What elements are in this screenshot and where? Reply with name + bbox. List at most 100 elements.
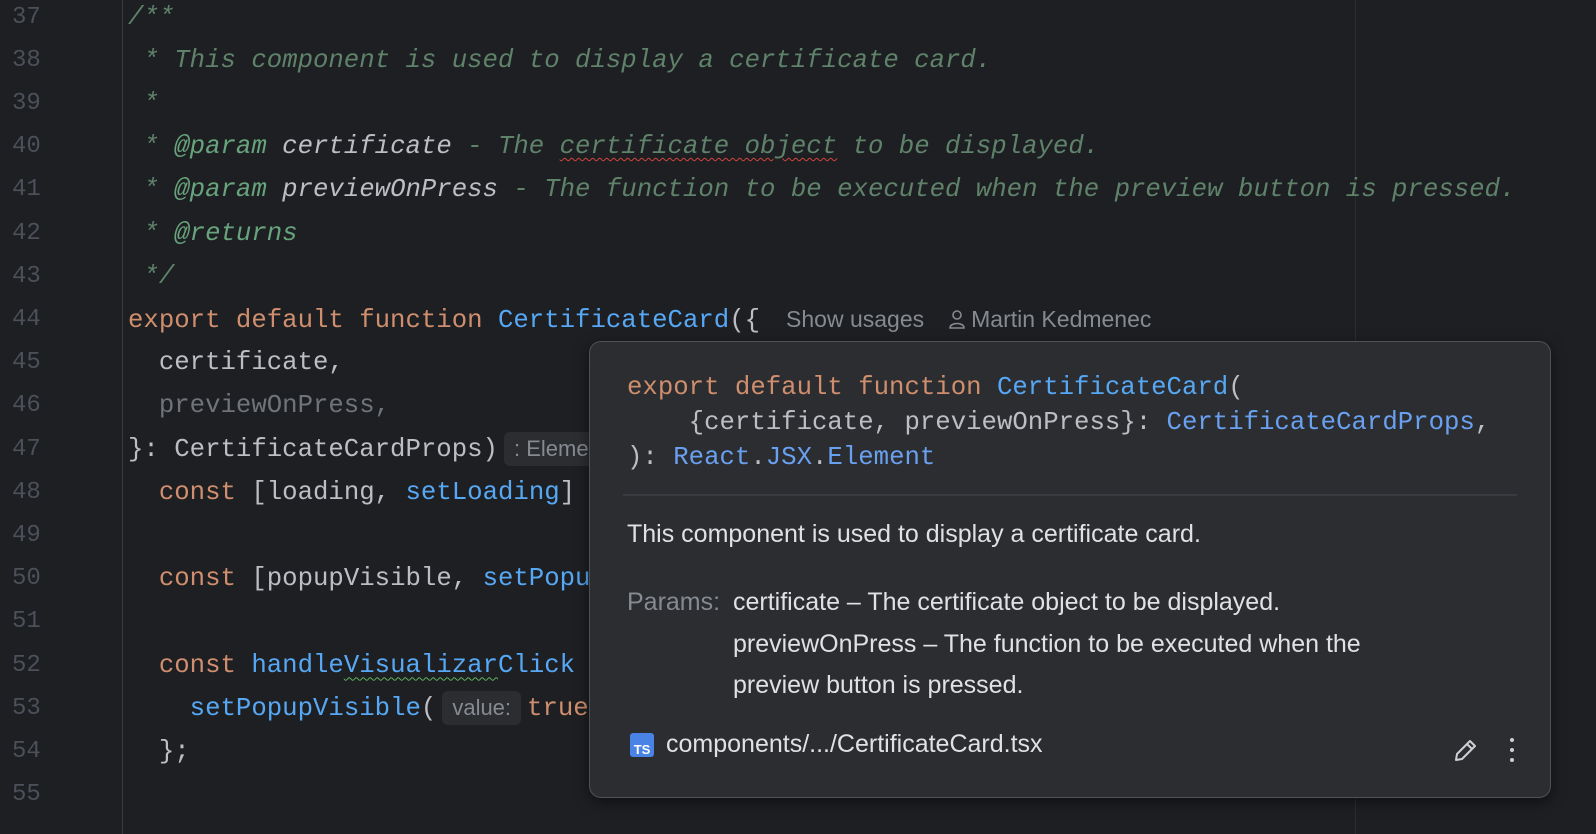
- file-path[interactable]: components/.../CertificateCard.tsx: [666, 730, 1043, 758]
- sig-jsx[interactable]: JSX: [765, 443, 812, 472]
- documentation-popup: export default function CertificateCard(…: [589, 341, 1551, 798]
- line-number: 41: [12, 176, 41, 204]
- sig-function-name[interactable]: CertificateCard: [996, 373, 1229, 402]
- sig-close: ):: [627, 443, 674, 472]
- line-number: 39: [12, 89, 41, 117]
- code-line[interactable]: const [loading, setLoading]: [128, 471, 575, 514]
- code-token: const: [158, 477, 236, 507]
- param-description: previewOnPress – The function to be exec…: [733, 629, 1361, 658]
- code-token: * This component is used to display a ce…: [128, 45, 992, 75]
- code-line[interactable]: * @param previewOnPress - The function t…: [128, 168, 1515, 211]
- code-token: @param: [174, 175, 267, 205]
- sig-keywords: export default function: [627, 373, 997, 402]
- code-token: */: [128, 261, 175, 291]
- code-line[interactable]: export default function CertificateCard(…: [128, 298, 1151, 341]
- code-line[interactable]: */: [128, 255, 174, 298]
- code-token: *: [128, 218, 175, 248]
- code-token: @param: [174, 132, 267, 162]
- code-line[interactable]: setPopupVisible(value:true: [128, 687, 589, 730]
- code-token: const: [158, 650, 252, 680]
- code-line[interactable]: const [popupVisible, setPopu: [128, 557, 591, 600]
- code-token: CertificateCard: [497, 305, 730, 335]
- code-token: previewOnPress: [266, 175, 498, 205]
- line-number: 54: [12, 737, 41, 765]
- code-line[interactable]: };: [128, 730, 190, 773]
- code-token: certificate,: [128, 348, 344, 378]
- code-token: const: [158, 564, 236, 594]
- code-token: ({: [729, 305, 761, 335]
- sig-dot: .: [812, 443, 828, 472]
- code-token: [128, 694, 190, 723]
- code-line[interactable]: const handleVisualizarClick: [128, 644, 575, 687]
- code-line[interactable]: }: CertificateCardProps): Eleme: [128, 428, 605, 471]
- line-number: 55: [12, 781, 41, 809]
- code-token: setLoading: [405, 477, 560, 507]
- line-number: 53: [12, 694, 41, 722]
- sig-react[interactable]: React: [673, 443, 751, 472]
- code-token: @returns: [174, 218, 298, 248]
- code-token: /**: [128, 2, 175, 32]
- person-icon: [949, 310, 965, 329]
- line-number: 42: [12, 219, 41, 247]
- code-token: certificate object: [559, 132, 838, 162]
- code-token: }: CertificateCardProps): [128, 434, 498, 464]
- line-number: 37: [12, 3, 41, 31]
- params-label: Params:: [627, 588, 721, 616]
- code-token: *: [128, 88, 159, 118]
- sig-element[interactable]: Element: [827, 443, 936, 472]
- code-token: setPopu: [482, 564, 591, 594]
- line-number: 50: [12, 565, 41, 593]
- code-token: *: [128, 132, 175, 162]
- doc-params: Params: certificate – The certificate ob…: [627, 582, 1361, 707]
- show-usages-link[interactable]: Show usages: [786, 305, 925, 332]
- code-line[interactable]: * This component is used to display a ce…: [128, 39, 991, 82]
- author-lens[interactable]: Martin Kedmenec: [948, 306, 1151, 332]
- sig-paren: (: [1228, 373, 1244, 402]
- code-token: [loading,: [235, 477, 406, 507]
- line-number: 43: [12, 262, 41, 290]
- code-token: Click: [498, 650, 576, 680]
- code-token: };: [128, 736, 190, 766]
- code-token: [128, 478, 159, 507]
- code-token: (: [420, 693, 437, 723]
- doc-description: This component is used to display a cert…: [627, 520, 1201, 548]
- code-token: true: [527, 693, 589, 723]
- code-line[interactable]: * @param certificate - The certificate o…: [128, 125, 1099, 168]
- code-line[interactable]: *: [128, 82, 159, 125]
- code-token: ]: [559, 477, 576, 507]
- pencil-icon[interactable]: [1450, 735, 1480, 765]
- more-vertical-icon[interactable]: [1502, 735, 1522, 765]
- function-signature: export default function CertificateCard(…: [627, 370, 1490, 475]
- line-number: 44: [12, 305, 41, 333]
- code-token: - The function to be executed when the p…: [497, 175, 1516, 205]
- param-description: certificate – The certificate object to …: [733, 588, 1281, 616]
- line-number: 38: [12, 46, 41, 74]
- author-name: Martin Kedmenec: [971, 305, 1152, 332]
- code-token: - The: [451, 132, 560, 162]
- code-line[interactable]: previewOnPress,: [128, 384, 390, 427]
- code-line[interactable]: /**: [128, 0, 174, 39]
- code-line[interactable]: * @returns: [128, 212, 298, 255]
- code-token: [128, 651, 159, 680]
- sig-params: {certificate, previewOnPress}:: [627, 408, 1167, 437]
- line-number: 46: [12, 392, 41, 420]
- code-token: previewOnPress,: [128, 391, 391, 421]
- sig-dot: .: [750, 443, 766, 472]
- code-token: [popupVisible,: [235, 564, 483, 594]
- line-number: 52: [12, 651, 41, 679]
- source-file-link[interactable]: TS components/.../CertificateCard.tsx: [630, 730, 1043, 759]
- code-token: Visualizar: [343, 650, 498, 680]
- line-number: 40: [12, 133, 41, 161]
- typescript-file-icon: TS: [630, 732, 654, 757]
- code-token: handle: [251, 650, 344, 680]
- code-token: export default function: [128, 305, 498, 335]
- sig-props-type[interactable]: CertificateCardProps: [1166, 408, 1475, 437]
- line-number: 48: [12, 478, 41, 506]
- line-number: 51: [12, 608, 41, 636]
- code-line[interactable]: certificate,: [128, 341, 344, 384]
- sig-comma: ,: [1474, 408, 1491, 437]
- line-number: 47: [12, 435, 41, 463]
- divider: [623, 494, 1517, 496]
- code-token: setPopupVisible: [189, 693, 421, 723]
- code-token: [128, 564, 159, 593]
